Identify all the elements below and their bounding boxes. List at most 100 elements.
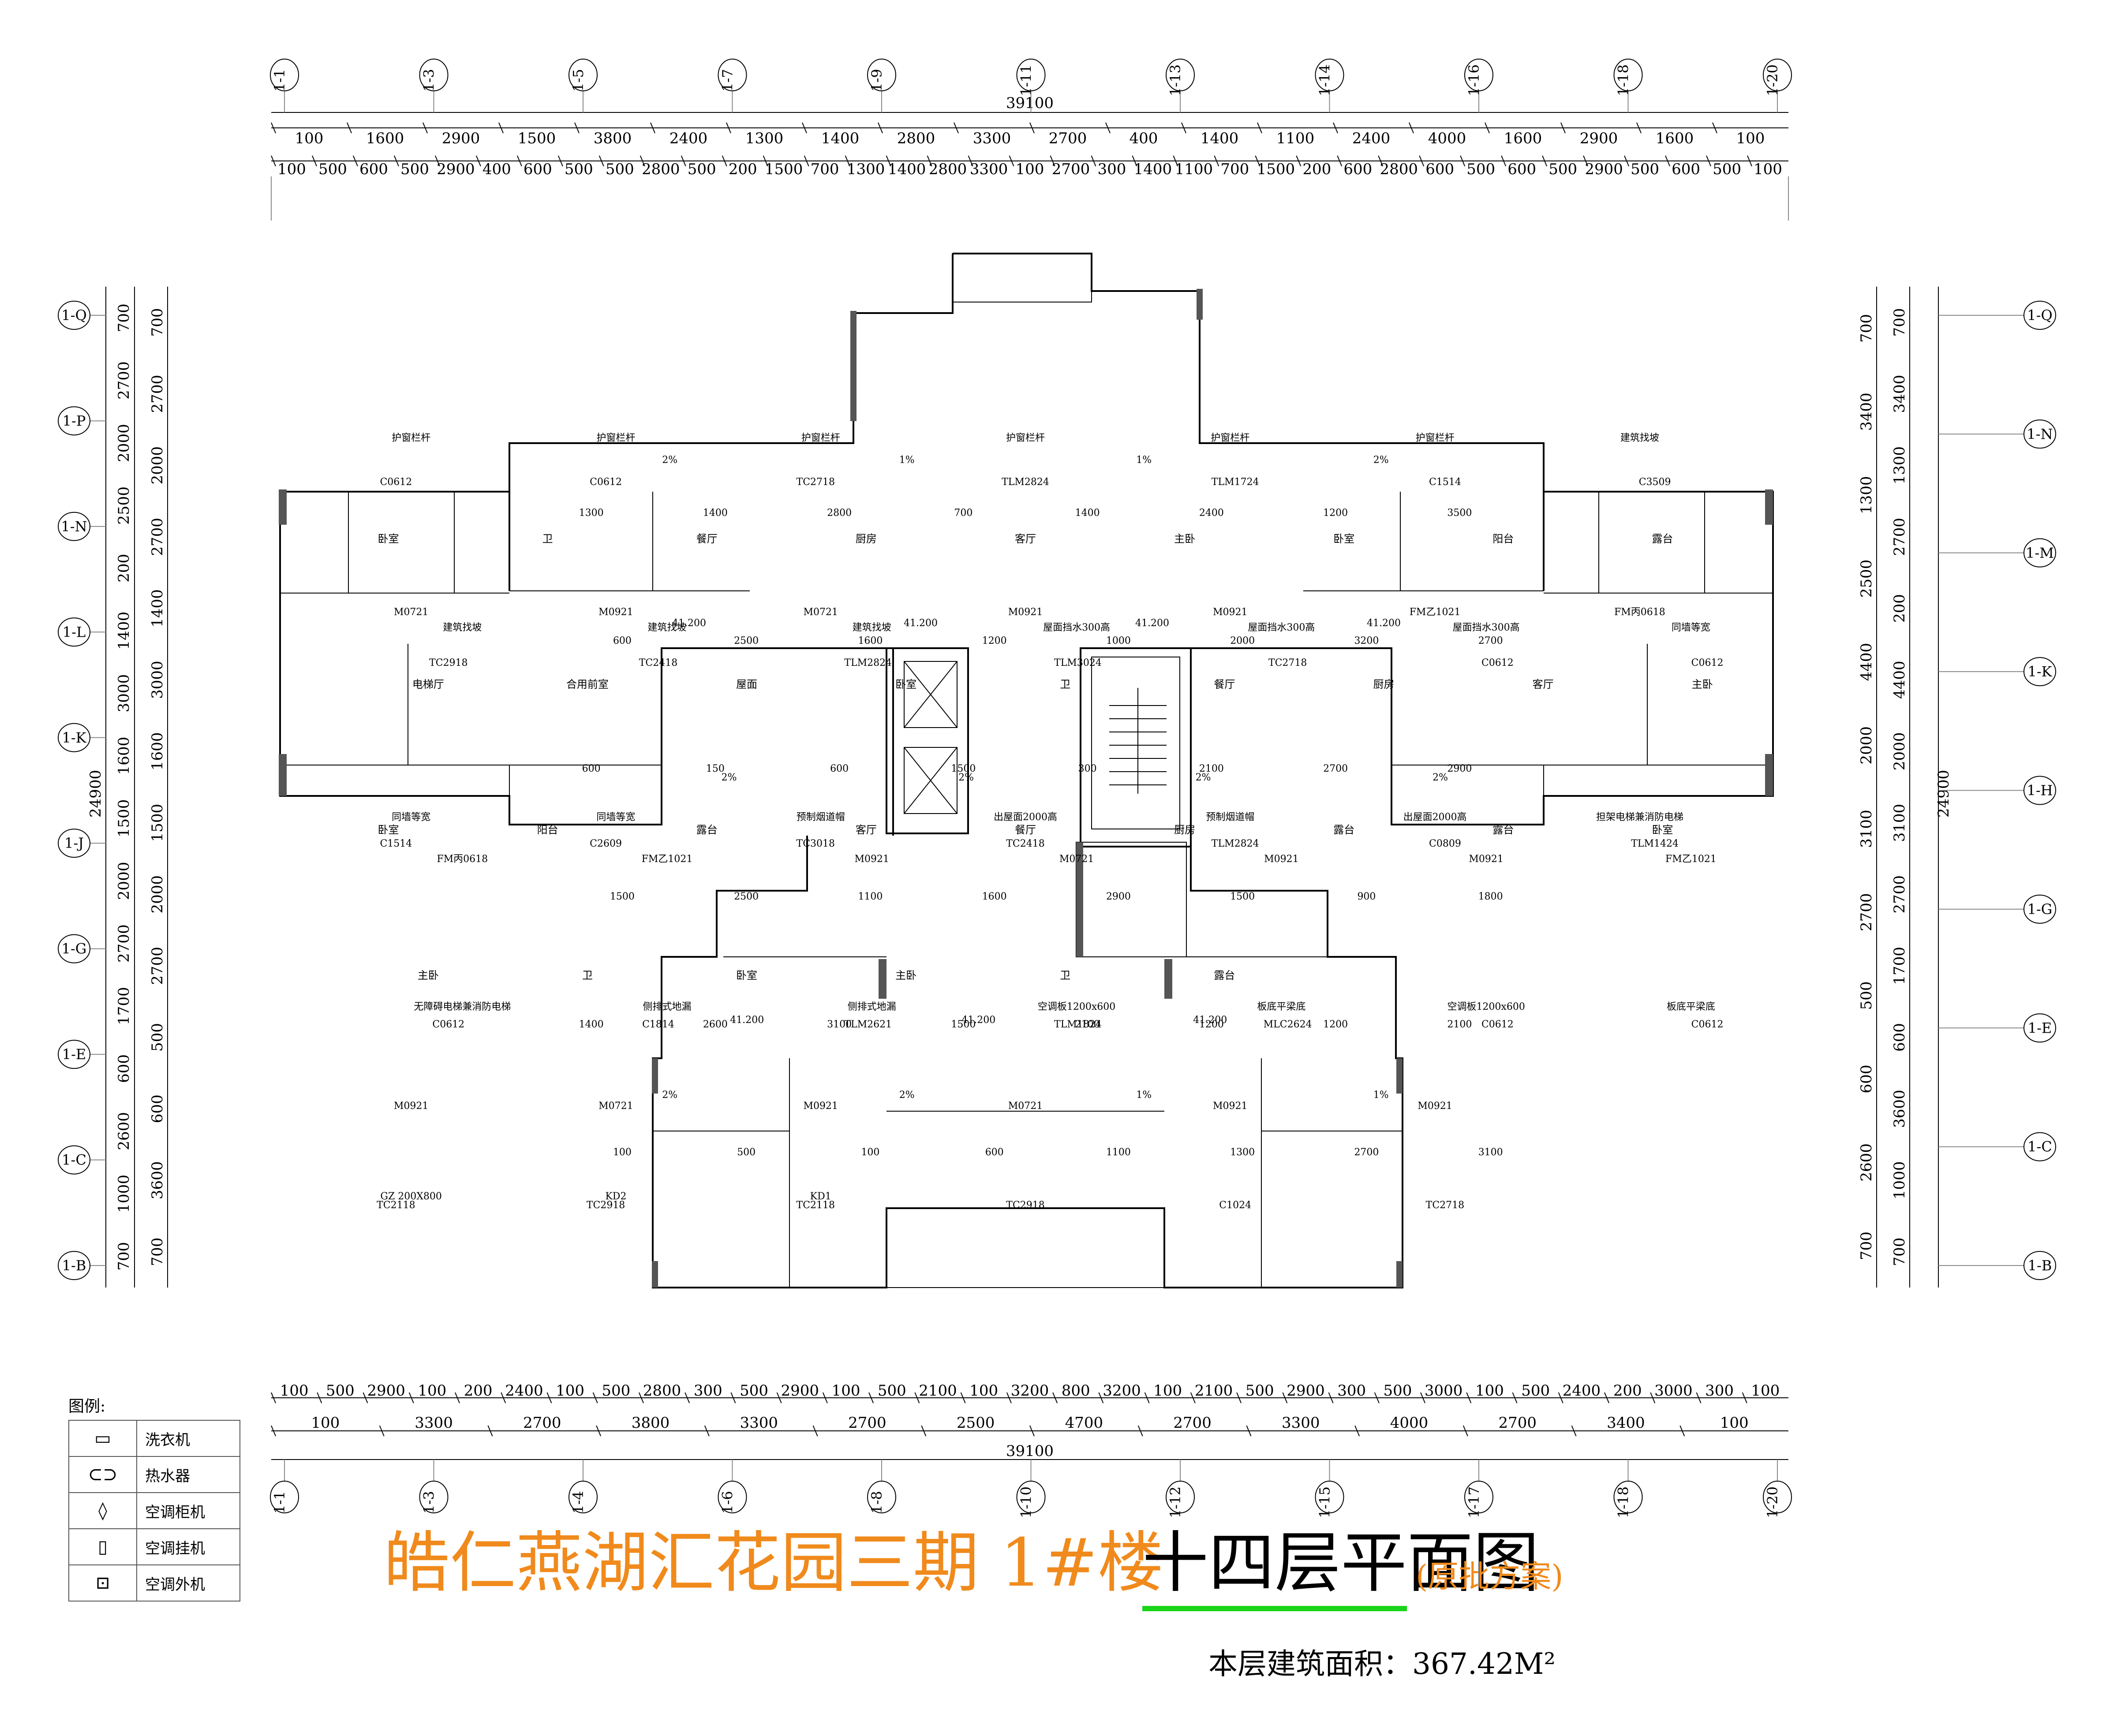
right-dim-label: 2600 bbox=[1858, 1143, 1875, 1182]
room-label: 露台 bbox=[1652, 533, 1673, 545]
window-tag: TC2118 bbox=[797, 1200, 835, 1211]
bottom-dim-label: 100 bbox=[1475, 1382, 1504, 1400]
legend-label: 空调外机 bbox=[136, 1564, 240, 1602]
annotation-note: 板底平梁底 bbox=[1257, 1001, 1305, 1012]
window-tag: C0612 bbox=[432, 1019, 464, 1030]
bottom-dim-label: 300 bbox=[1337, 1382, 1366, 1400]
inner-dim-label: 500 bbox=[737, 1147, 756, 1158]
top-dim-label: 400 bbox=[482, 161, 511, 178]
window-tag: TC2918 bbox=[1006, 1200, 1045, 1211]
bottom-dim-label: 2700 bbox=[1498, 1414, 1537, 1432]
door-tag: M0721 bbox=[1008, 1101, 1043, 1112]
window-tag: C1814 bbox=[642, 1019, 674, 1030]
bottom-dim-label: 3400 bbox=[1607, 1414, 1645, 1432]
legend-row: ⊂⊃热水器 bbox=[68, 1456, 240, 1493]
top-dim-label: 2800 bbox=[929, 161, 967, 178]
annotation-note: 屋面挡水300高 bbox=[1453, 622, 1520, 633]
window-tag: TC2418 bbox=[639, 657, 678, 668]
window-tag: TC3018 bbox=[797, 838, 835, 849]
axis-bubble bbox=[718, 59, 747, 91]
axis-label: 1-15 bbox=[1317, 1486, 1333, 1518]
right-dim-label: 2000 bbox=[1858, 726, 1875, 765]
elevation-mark: 41.200 bbox=[730, 1015, 764, 1026]
bottom-dim-label: 100 bbox=[556, 1382, 584, 1400]
annotation-note: 屋面挡水300高 bbox=[1043, 622, 1110, 633]
window-tag: C0612 bbox=[1691, 1019, 1724, 1030]
axis-label: 1-1 bbox=[271, 69, 288, 92]
top-dim-label: 600 bbox=[1507, 161, 1536, 178]
door-tag: FM乙1021 bbox=[1410, 607, 1461, 618]
top-dim-label: 1400 bbox=[888, 161, 926, 178]
axis-label: 1-11 bbox=[1018, 64, 1035, 96]
bottom-dim-label: 2700 bbox=[523, 1414, 561, 1432]
window-tag: TLM1824 bbox=[1054, 1019, 1102, 1030]
annotation-note: 护窗栏杆 bbox=[1416, 433, 1455, 444]
room-label: 卧室 bbox=[736, 969, 757, 982]
inner-dim-label: 1500 bbox=[951, 1019, 976, 1030]
bottom-dim-label: 500 bbox=[1246, 1382, 1274, 1400]
axis-label: 1-3 bbox=[421, 1491, 438, 1514]
legend-title: 图例: bbox=[68, 1397, 106, 1415]
right-dim-label: 3100 bbox=[1858, 810, 1875, 848]
left-dim-label: 3600 bbox=[149, 1161, 166, 1200]
door-tag: FM乙1021 bbox=[642, 854, 693, 865]
top-dim-label: 1500 bbox=[1257, 161, 1295, 178]
axis-bubble bbox=[419, 1481, 449, 1513]
room-label: 客厅 bbox=[1533, 678, 1554, 691]
axis-bubble bbox=[58, 829, 90, 858]
top-dim-label: 100 bbox=[277, 161, 306, 178]
bottom-dim-label: 100 bbox=[418, 1382, 446, 1400]
right-dim-label: 700 bbox=[1891, 1237, 1908, 1266]
inner-dim-label: 2500 bbox=[734, 635, 759, 646]
window-tag: C0612 bbox=[1481, 657, 1514, 668]
axis-label: 1-E bbox=[62, 1046, 86, 1063]
bottom-dim-label: 500 bbox=[740, 1382, 768, 1400]
top-dim-label: 2900 bbox=[1585, 161, 1623, 178]
axis-bubble bbox=[2023, 1013, 2056, 1043]
axis-bubble bbox=[2023, 1251, 2056, 1280]
room-label: 厨房 bbox=[1174, 824, 1195, 836]
axis-label: 1-B bbox=[2028, 1257, 2052, 1274]
left-dim-label: 2000 bbox=[149, 875, 166, 914]
window-tag: TC2918 bbox=[587, 1200, 625, 1211]
axis-bubble bbox=[2023, 657, 2056, 687]
axis-bubble bbox=[1763, 59, 1792, 91]
axis-label: 1-G bbox=[62, 941, 87, 957]
axis-bubble bbox=[58, 934, 90, 963]
top-total-dim: 39100 bbox=[1006, 94, 1054, 112]
room-label: 露台 bbox=[1333, 824, 1354, 836]
top-dim-label: 1400 bbox=[1134, 161, 1172, 178]
axis-label: 1-18 bbox=[1615, 1486, 1632, 1518]
left-dim-label: 1600 bbox=[115, 737, 133, 775]
top-dim-label: 300 bbox=[1097, 161, 1126, 178]
annotation-note: 建筑找坡 bbox=[853, 622, 891, 633]
stair-treads bbox=[1109, 688, 1167, 794]
axis-bubble bbox=[569, 1481, 598, 1513]
left-dim-label: 2500 bbox=[115, 486, 133, 525]
inner-dim-label: 150 bbox=[706, 763, 725, 774]
window-tag: MLC2624 bbox=[1264, 1019, 1312, 1030]
left-dim-label: 3000 bbox=[149, 661, 166, 699]
inner-dim-label: 100 bbox=[861, 1147, 879, 1158]
right-dim-label: 700 bbox=[1858, 314, 1875, 343]
bottom-dim-label: 3300 bbox=[740, 1414, 778, 1432]
top-dim-label: 1100 bbox=[1175, 161, 1213, 178]
window-tag: C3509 bbox=[1639, 477, 1671, 488]
right-dim-label: 700 bbox=[1858, 1232, 1875, 1260]
inner-dim-label: 3500 bbox=[1447, 508, 1472, 519]
axis-label: 1-C bbox=[2027, 1139, 2052, 1155]
room-label: 卫 bbox=[582, 969, 593, 982]
slope-mark: 1% bbox=[1136, 1090, 1152, 1101]
axis-label: 1-P bbox=[63, 412, 86, 429]
annotation-note: 建筑找坡 bbox=[443, 622, 482, 633]
top-dim-label: 3300 bbox=[970, 161, 1008, 178]
axis-bubble bbox=[569, 59, 598, 91]
inner-dim-label: 2000 bbox=[1230, 635, 1255, 646]
bottom-dim-label: 100 bbox=[1751, 1382, 1780, 1400]
annotation-note: 出屋面2000高 bbox=[994, 812, 1057, 823]
bottom-dim-label: 2100 bbox=[919, 1382, 957, 1400]
axis-label: 1-E bbox=[2028, 1019, 2052, 1036]
annotation-note: 护窗栏杆 bbox=[596, 433, 635, 444]
